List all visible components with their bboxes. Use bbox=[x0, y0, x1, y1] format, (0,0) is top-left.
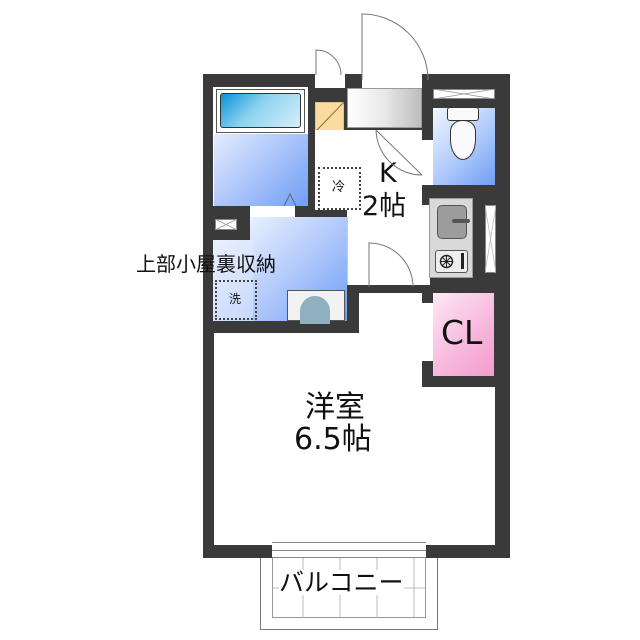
shoe-cabinet-diagonal bbox=[315, 102, 344, 132]
washer-space bbox=[215, 280, 257, 320]
fridge-label: 冷 bbox=[332, 180, 346, 195]
balcony-window-line bbox=[272, 550, 426, 551]
closet-label: CL bbox=[441, 313, 483, 352]
toilet-bowl bbox=[450, 120, 476, 160]
kitchen-window-cross bbox=[485, 205, 496, 273]
balcony-label: バルコニー bbox=[279, 568, 404, 597]
entry-upper-area bbox=[315, 74, 345, 88]
western-room-right-lower bbox=[420, 387, 495, 545]
vanity-basin bbox=[300, 296, 330, 324]
closet bbox=[433, 293, 494, 376]
western-room-name: 洋室 bbox=[305, 390, 365, 425]
entrance-door-swing bbox=[361, 13, 429, 81]
entrance-door-opening bbox=[362, 74, 422, 88]
small-door-swing bbox=[315, 49, 342, 76]
sink-faucet bbox=[452, 219, 470, 223]
toilet-door-opening bbox=[422, 140, 433, 185]
toilet-door-swing bbox=[375, 129, 423, 176]
fridge-space bbox=[318, 167, 361, 210]
bath-door-opening bbox=[250, 206, 295, 218]
closet-door-opening bbox=[422, 303, 433, 361]
western-room bbox=[214, 333, 422, 545]
stove-knob bbox=[461, 253, 464, 269]
wash-vent-cross bbox=[215, 219, 237, 230]
washer-label: 洗 bbox=[229, 292, 242, 306]
kitchen-letter: K bbox=[379, 158, 397, 189]
toilet-vent-cross bbox=[433, 89, 495, 99]
kitchen-size: 2帖 bbox=[362, 191, 407, 222]
room-door-swing bbox=[368, 242, 414, 288]
bath-door-arrow-icon bbox=[283, 192, 297, 207]
toilet-tank bbox=[447, 107, 479, 121]
entrance-genkan bbox=[347, 88, 422, 128]
bathroom-floor bbox=[214, 134, 308, 206]
stove-burner-icon bbox=[439, 254, 454, 269]
loft-storage-note: 上部小屋裏収納 bbox=[136, 252, 276, 276]
bathtub bbox=[220, 93, 301, 128]
western-room-right bbox=[359, 293, 422, 338]
western-room-size: 6.5帖 bbox=[294, 422, 372, 457]
hall-strip bbox=[347, 217, 359, 285]
kitchen-lower bbox=[360, 205, 430, 285]
